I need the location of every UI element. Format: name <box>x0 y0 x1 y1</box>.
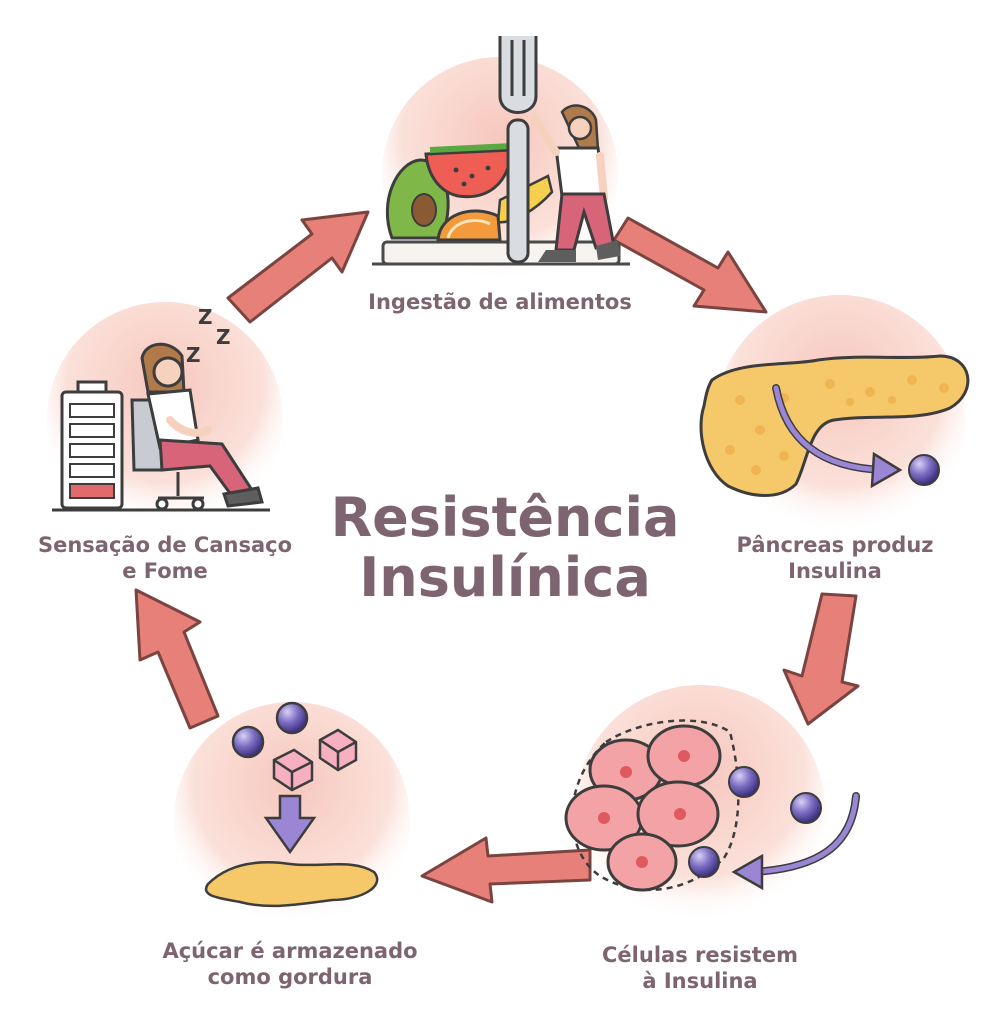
pancreas-line-1: Pâncreas produz <box>736 533 934 557</box>
fat-storage-illustration <box>204 701 379 908</box>
fat-line-1: Açúcar é armazenado <box>162 939 418 963</box>
cells-line-2: à Insulina <box>642 969 758 993</box>
title-line-2: Insulínica <box>359 546 651 609</box>
step-label-tiredness: Sensação de Cansaço e Fome <box>10 532 320 584</box>
step-label-fat-storage: Açúcar é armazenado como gordura <box>135 938 445 990</box>
sleep-z-1: Z <box>198 305 213 329</box>
tired-line-2: e Fome <box>122 559 208 583</box>
arrow-cells-to-fat <box>420 836 592 904</box>
step-label-food-intake: Ingestão de alimentos <box>368 290 632 314</box>
title-line-1: Resistência <box>330 486 680 549</box>
cycle-arrows <box>134 210 860 904</box>
cells-line-1: Células resistem <box>602 943 798 967</box>
cells-illustration <box>564 719 860 892</box>
pancreas-line-2: Insulina <box>788 559 882 583</box>
tired-illustration <box>52 342 270 512</box>
step-label-pancreas: Pâncreas produz Insulina <box>705 532 965 584</box>
sleep-z-letters: Z Z Z <box>186 305 231 367</box>
arrow-tired-to-food <box>226 210 370 324</box>
arrow-food-to-pancreas <box>612 216 768 314</box>
food-illustration <box>372 36 630 266</box>
step-label-cells: Células resistem à Insulina <box>570 942 830 994</box>
arrow-fat-to-tired <box>134 588 220 730</box>
arrow-pancreas-to-cells <box>782 592 860 726</box>
sleep-z-2: Z <box>216 325 231 349</box>
diagram-title: Resistência Insulínica <box>300 488 710 608</box>
fat-line-2: como gordura <box>207 965 373 989</box>
sleep-z-3: Z <box>186 343 201 367</box>
pancreas-illustration <box>699 354 970 497</box>
tired-line-1: Sensação de Cansaço <box>37 533 292 557</box>
